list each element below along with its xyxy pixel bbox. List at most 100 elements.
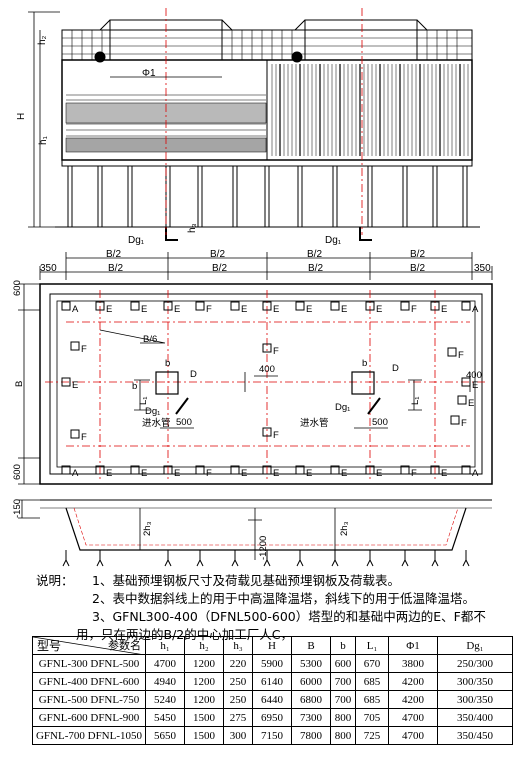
embedded-plate-bottom bbox=[461, 465, 471, 475]
embedded-plate-bottom bbox=[400, 465, 410, 475]
embedded-plate-bottom bbox=[95, 465, 105, 475]
value-cell: 670 bbox=[355, 654, 389, 673]
embedded-plate-side bbox=[262, 343, 272, 353]
anchor-bolt bbox=[431, 550, 439, 567]
support-leg bbox=[97, 165, 103, 228]
col-b: b bbox=[330, 636, 356, 655]
support-leg bbox=[402, 165, 408, 228]
value-cell: 4700 bbox=[388, 726, 438, 745]
anchor-bolt bbox=[196, 550, 204, 567]
value-cell: 5240 bbox=[145, 690, 185, 709]
col-dg1: Dg₁ bbox=[437, 636, 513, 655]
value-cell: 6440 bbox=[252, 690, 292, 709]
d150-label: -150 bbox=[12, 499, 23, 518]
dg1-label-left: Dg₁ bbox=[128, 235, 145, 246]
embedded-plate-side bbox=[457, 395, 467, 405]
notes: 说明：1、基础预埋钢板尺寸及荷载见基础预埋钢板及荷载表。 2、表中数据斜线上的用… bbox=[36, 572, 516, 644]
col-H: H bbox=[252, 636, 292, 655]
embedded-plate-bottom bbox=[262, 465, 272, 475]
value-cell: 250/300 bbox=[437, 654, 513, 673]
support-leg bbox=[264, 165, 270, 228]
plate-letter: E bbox=[174, 468, 180, 479]
d-label-left: D bbox=[190, 369, 197, 380]
anchor-bolt bbox=[331, 550, 339, 567]
anchor-bolt bbox=[96, 550, 104, 567]
h3-label: h₃ bbox=[187, 223, 198, 233]
anchor-bolt bbox=[231, 550, 239, 567]
b-half-4: B/2 bbox=[410, 249, 425, 260]
plate-letter: E bbox=[341, 304, 347, 315]
value-cell: 685 bbox=[355, 672, 389, 691]
embedded-plate-top bbox=[61, 301, 71, 311]
plate-letter: E bbox=[306, 304, 312, 315]
b-half-3: B/2 bbox=[307, 249, 322, 260]
plate-letter: F bbox=[81, 432, 87, 443]
basin-left bbox=[155, 371, 179, 395]
model-cell: GFNL-400 DFNL-600 bbox=[32, 672, 146, 691]
model-cell: GFNL-600 DFNL-900 bbox=[32, 708, 146, 727]
basin-right bbox=[351, 371, 375, 395]
embedded-plate-top bbox=[262, 301, 272, 311]
d-label-right: D bbox=[392, 363, 399, 374]
plate-letter: E bbox=[376, 304, 382, 315]
value-cell: 4700 bbox=[145, 654, 185, 673]
b-half-6: B/2 bbox=[212, 263, 227, 274]
value-cell: 700 bbox=[330, 690, 356, 709]
value-cell: 7300 bbox=[291, 708, 331, 727]
support-leg bbox=[432, 165, 438, 228]
plate-letter: E bbox=[72, 380, 78, 391]
value-cell: 350/450 bbox=[437, 726, 513, 745]
embedded-plate-bottom bbox=[61, 465, 71, 475]
plate-letter: F bbox=[206, 304, 212, 315]
plate-letter: E bbox=[241, 468, 247, 479]
embedded-plate-top bbox=[365, 301, 375, 311]
b-label-right: b bbox=[362, 358, 367, 369]
l1-left: L₁ bbox=[138, 397, 149, 406]
col-phi1: Φ1 bbox=[388, 636, 438, 655]
b-half-8: B/2 bbox=[410, 263, 425, 274]
value-cell: 7800 bbox=[291, 726, 331, 745]
plate-letter: A bbox=[472, 468, 479, 479]
embedded-plate-top bbox=[330, 301, 340, 311]
col-L1: L₁ bbox=[355, 636, 389, 655]
elevation-view bbox=[28, 8, 493, 280]
dg1-plan-right: Dg₁ bbox=[335, 402, 350, 413]
value-cell: 6000 bbox=[291, 672, 331, 691]
plate-letter: E bbox=[241, 304, 247, 315]
value-cell: 1500 bbox=[184, 708, 224, 727]
l1-right: L₁ bbox=[410, 397, 421, 406]
d400-right: 400 bbox=[466, 370, 482, 381]
d600-top: 600 bbox=[12, 280, 23, 296]
plate-letter: A bbox=[72, 468, 79, 479]
corner-model: 型号 bbox=[37, 639, 62, 653]
plate-letter: E bbox=[106, 304, 112, 315]
value-cell: 6140 bbox=[252, 672, 292, 691]
value-cell: 3800 bbox=[388, 654, 438, 673]
b-half-7: B/2 bbox=[308, 263, 323, 274]
embedded-plate-top bbox=[295, 301, 305, 311]
b-half-2: B/2 bbox=[210, 249, 225, 260]
embedded-plate-top bbox=[130, 301, 140, 311]
note-3a: 3、GFNL300-400（DFNL500-600）塔型的和基础中两边的E、F都… bbox=[92, 609, 486, 624]
plate-letter: E bbox=[468, 398, 474, 409]
plate-letter: F bbox=[206, 468, 212, 479]
model-cell: GFNL-500 DFNL-750 bbox=[32, 690, 146, 709]
2h3-left: 2h₃ bbox=[142, 521, 153, 536]
value-cell: 4200 bbox=[388, 690, 438, 709]
embedded-plate-top bbox=[163, 301, 173, 311]
embedded-plate-bottom bbox=[295, 465, 305, 475]
spec-table: 参数名 型号 h₁ h₂ h₃ H B b L₁ Φ1 Dg₁ GFNL-300… bbox=[32, 636, 513, 745]
plate-letter: E bbox=[106, 468, 112, 479]
value-cell: 7150 bbox=[252, 726, 292, 745]
anchor-bolt bbox=[366, 550, 374, 567]
embedded-plate-top bbox=[400, 301, 410, 311]
d350-right: 350 bbox=[474, 263, 491, 274]
inlet-label-right: 进水管 bbox=[300, 417, 329, 429]
top-deck bbox=[61, 29, 473, 61]
plate-letter: F bbox=[273, 346, 279, 357]
value-cell: 685 bbox=[355, 690, 389, 709]
